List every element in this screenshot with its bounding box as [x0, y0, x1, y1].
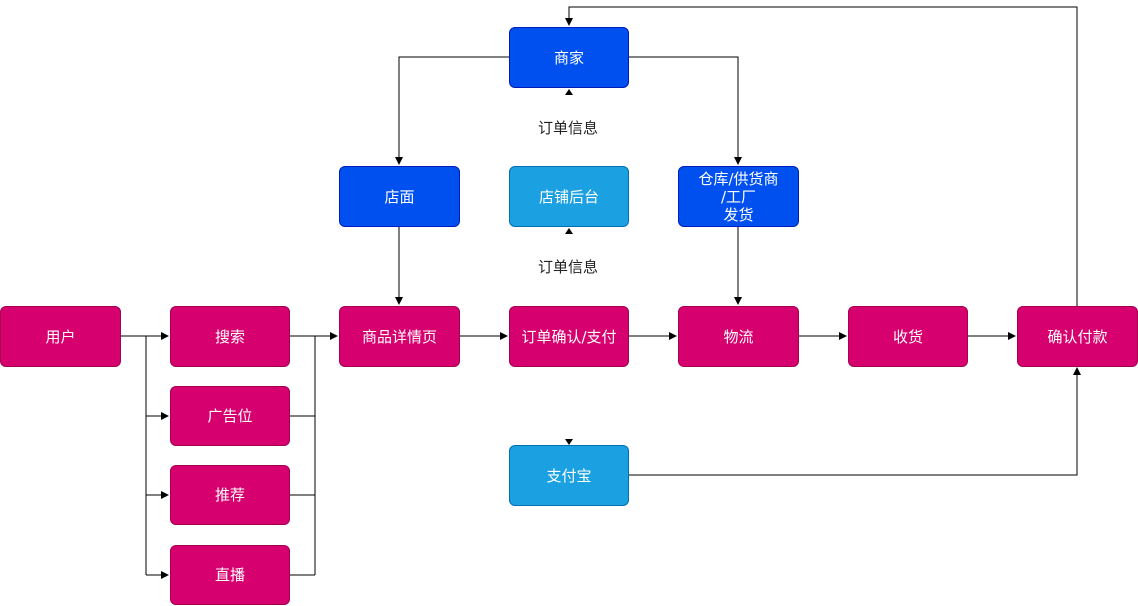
node-store-backend[interactable]: 店铺后台: [509, 166, 629, 227]
edge-merchant-warehouse: [628, 56, 742, 165]
node-product-detail-label: 商品详情页: [361, 327, 437, 346]
node-merchant[interactable]: 商家: [509, 27, 629, 88]
node-storefront-label: 店面: [384, 187, 415, 206]
arrowhead-alipay-in: [565, 439, 573, 445]
node-search[interactable]: 搜索: [170, 306, 290, 367]
node-receive[interactable]: 收货: [848, 306, 968, 367]
node-order-confirm[interactable]: 订单确认/支付: [509, 306, 629, 367]
node-ad-slot-label: 广告位: [207, 407, 253, 425]
node-alipay[interactable]: 支付宝: [509, 445, 629, 506]
node-receive-label: 收货: [892, 327, 923, 346]
node-merchant-label: 商家: [553, 48, 584, 67]
node-store-backend-label: 店铺后台: [538, 187, 599, 206]
node-recommend-label: 推荐: [214, 486, 245, 504]
node-warehouse-label: 仓库/供货商 /工厂 发货: [698, 169, 779, 224]
node-live[interactable]: 直播: [170, 545, 290, 605]
arrowhead-order-info-bottom: [565, 228, 573, 234]
edge-alipay-confirm: [628, 367, 1081, 476]
node-alipay-label: 支付宝: [546, 466, 592, 485]
node-user[interactable]: 用户: [0, 306, 121, 367]
node-live-label: 直播: [214, 566, 245, 584]
label-order-info-top: 订单信息: [536, 117, 601, 138]
node-confirm-payment-label: 确认付款: [1047, 327, 1108, 346]
edge-merchant-storefront: [395, 56, 509, 165]
node-confirm-payment[interactable]: 确认付款: [1017, 306, 1138, 367]
node-logistics[interactable]: 物流: [678, 306, 799, 367]
node-user-label: 用户: [45, 327, 76, 346]
label-order-info-bottom: 订单信息: [536, 256, 601, 277]
arrowhead-order-info-top: [565, 89, 573, 95]
node-product-detail[interactable]: 商品详情页: [339, 306, 460, 367]
node-logistics-label: 物流: [723, 327, 754, 346]
node-recommend[interactable]: 推荐: [170, 465, 290, 525]
node-order-confirm-label: 订单确认/支付: [521, 327, 617, 346]
edge-confirm-merchant: [565, 6, 1078, 306]
node-storefront[interactable]: 店面: [339, 166, 460, 227]
node-ad-slot[interactable]: 广告位: [170, 386, 290, 446]
node-warehouse[interactable]: 仓库/供货商 /工厂 发货: [678, 166, 799, 227]
node-search-label: 搜索: [214, 327, 245, 346]
